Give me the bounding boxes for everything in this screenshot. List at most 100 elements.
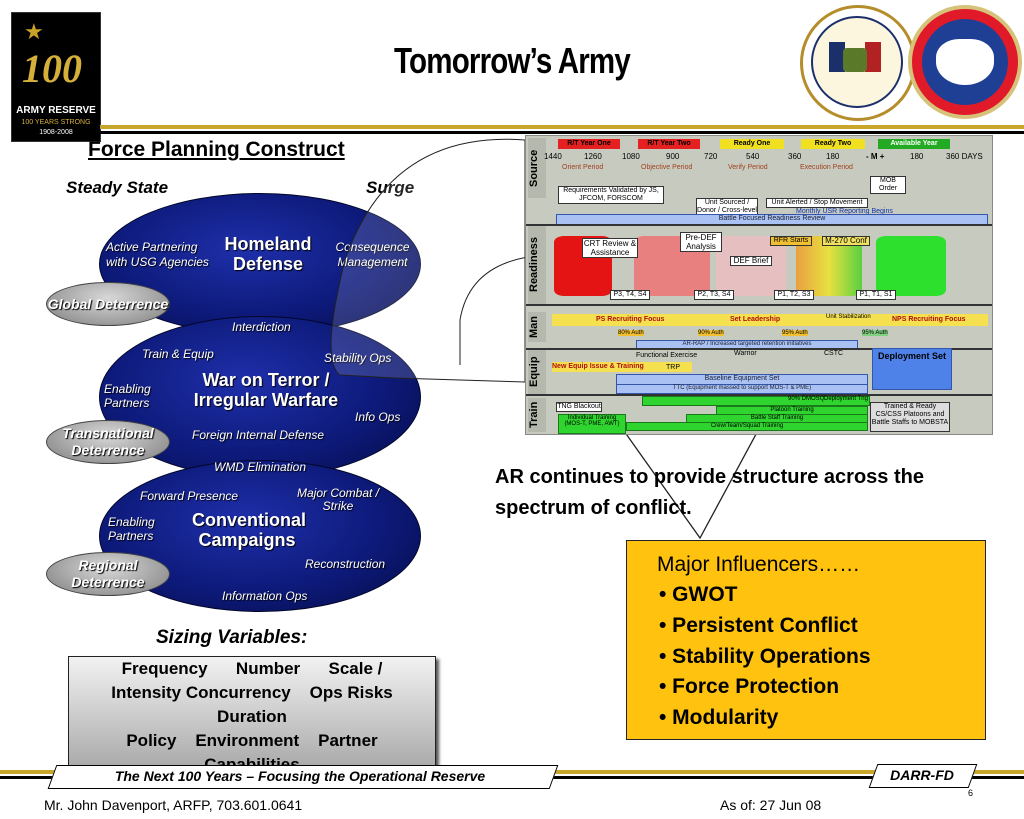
new-equip-text: New Equip Issue & Training <box>552 363 644 370</box>
header-gold-bar <box>100 125 1024 129</box>
requirements-validated: Requirements Validated by JS, JFCOM, FOR… <box>558 186 664 204</box>
p-tag-3: P1, T2, S3 <box>774 290 814 300</box>
phase-ready-one: Ready One <box>720 139 784 149</box>
readiness-label: Readiness <box>528 224 546 304</box>
logo-line3: 1908-2008 <box>39 129 73 136</box>
arforgen-cycle-chart: Source Readiness Man Equip Train R/T Yea… <box>525 135 993 435</box>
set-leadership: Set Leadership <box>730 316 781 323</box>
major-combat-text: Major Combat / Strike <box>296 486 380 513</box>
global-deterrence-pill: Global Deterrence <box>46 282 170 326</box>
p-tag-1: P3, T4, S4 <box>610 290 650 300</box>
transnational-deterrence-pill: Transnational Deterrence <box>46 420 170 464</box>
homeland-defense-text: Homeland Defense <box>224 234 312 274</box>
trp-1: TRP <box>666 364 680 371</box>
rfr-starts: RFR Starts <box>770 236 812 246</box>
unit-alerted: Unit Alerted / Stop Movement <box>766 198 868 208</box>
logo-number: 100 <box>22 46 82 91</box>
information-ops-text: Information Ops <box>222 589 308 603</box>
p-tag-4: P1, T1, S1 <box>856 290 896 300</box>
monthly-usr: Monthly USR Reporting Begins <box>796 208 893 215</box>
day-180: 180 <box>826 152 840 161</box>
eagle-head-icon <box>936 39 994 85</box>
logo-line1: ARMY RESERVE <box>16 105 96 116</box>
man-label: Man <box>528 312 546 342</box>
pre-def-analysis: Pre-DEF Analysis <box>680 232 722 252</box>
row-divider-4 <box>526 394 992 396</box>
army-reserve-logo: ★ 100 ARMY RESERVE 100 YEARS STRONG 1908… <box>11 12 101 142</box>
objective-period: Objective Period <box>641 164 693 171</box>
construct-heading: Force Planning Construct <box>88 138 345 161</box>
readiness-cylinder-yellow <box>796 236 862 296</box>
individual-training: Individual Training (MOS-T, PME, AWT) <box>558 414 626 434</box>
row-divider-3 <box>526 348 992 350</box>
deployment-tng: Deployment Tng <box>824 396 868 402</box>
stability-ops-text: Stability Ops <box>324 351 391 365</box>
readiness-cylinder-rose <box>716 236 786 296</box>
readiness-cylinder-green <box>876 236 946 296</box>
train-equip-text: Train & Equip <box>142 347 214 361</box>
surge-label: Surge <box>366 178 414 198</box>
sizing-row-3: Duration <box>217 707 287 726</box>
dmosq-bar <box>642 396 870 406</box>
enabling-partners-text: Enabling Partners <box>104 382 151 410</box>
nps-recruiting-focus: NPS Recruiting Focus <box>892 316 966 323</box>
active-partnering-text: Active Partnering with USG Agencies <box>106 240 209 269</box>
page-number: 6 <box>968 788 974 798</box>
influencer-modularity: • Modularity <box>659 706 779 729</box>
day-360: 360 <box>788 152 802 161</box>
day-1440: 1440 <box>544 152 562 161</box>
header-black-bar <box>100 131 1024 134</box>
cstc: CSTC <box>824 350 844 357</box>
tng-blackout: TNG Blackout <box>556 402 602 412</box>
influencer-force-protection: • Force Protection <box>659 675 840 698</box>
ar-continues-text: AR continues to provide structure across… <box>495 466 924 519</box>
row-divider-1 <box>526 224 992 226</box>
day-900: 900 <box>666 152 680 161</box>
auth-3: 95% Auth <box>782 330 808 336</box>
sizing-variables-box: Frequency Number Scale / Intensity Concu… <box>68 656 436 774</box>
recruiting-band <box>552 314 988 326</box>
day-1080: 1080 <box>622 152 640 161</box>
bfrr-text: Battle Focused Readiness Review <box>718 215 826 222</box>
deployment-set: Deployment Set <box>872 348 952 390</box>
crew-text: Crew/Team/Squad Training <box>710 423 784 429</box>
major-influencers-box: Major Influencers…… • GWOT • Persistent … <box>626 540 986 740</box>
unit-stabilization: Unit Stabilization <box>826 314 871 320</box>
sizing-row-1: Frequency Number Scale / <box>121 659 383 678</box>
footer-date: As of: 27 Jun 08 <box>720 797 822 813</box>
trained-ready: Trained & Ready CS/CSS Platoons and Batt… <box>870 402 950 432</box>
individual-text: Individual Training (MOS-T, PME, AWT) <box>564 415 620 427</box>
influencer-persistent-conflict: • Persistent Conflict <box>659 614 858 637</box>
phase-rt-year-one: R/T Year One <box>558 139 620 149</box>
battle-staff-text: Battle Staff Training <box>750 415 804 421</box>
influencers-title: Major Influencers…… <box>657 553 861 576</box>
execution-period: Execution Period <box>800 164 853 171</box>
sizing-heading: Sizing Variables: <box>156 627 308 648</box>
functional-exercise: Functional Exercise <box>636 352 698 359</box>
seal-flag-blue <box>829 42 845 72</box>
seal-center <box>843 48 867 72</box>
day-1260: 1260 <box>584 152 602 161</box>
ar-rap-text: AR-RAP / Increased targeted retention in… <box>682 341 812 347</box>
day-540: 540 <box>746 152 760 161</box>
day-180b: 180 <box>910 152 924 161</box>
footer-org: DARR-FD <box>890 767 954 783</box>
dmosq-text: 90% DMOSQ <box>788 396 825 402</box>
ps-recruiting-focus: PS Recruiting Focus <box>596 316 665 323</box>
equip-label: Equip <box>528 350 546 394</box>
regional-deterrence-pill: Regional Deterrence <box>46 552 170 596</box>
orient-period: Orient Period <box>562 164 604 171</box>
phase-rt-year-two: R/T Year Two <box>638 139 700 149</box>
page-title: Tomorrow’s Army <box>394 40 631 81</box>
logo-line2: 100 YEARS STRONG <box>21 119 91 126</box>
new-equip-band: New Equip Issue & Training <box>552 362 692 372</box>
m270-conf: M-270 Conf <box>822 236 870 246</box>
auth-1: 80% Auth <box>618 330 644 336</box>
def-brief: DEF Brief <box>730 256 772 266</box>
crew-training-bar: Crew/Team/Squad Training <box>626 422 868 431</box>
seal-flag-red <box>865 42 881 72</box>
reconstruction-text: Reconstruction <box>305 557 386 571</box>
enabling-partners-text-2: Enabling Partners <box>108 515 155 543</box>
eagle-patch-logo <box>908 5 1022 119</box>
department-of-army-seal <box>800 5 916 121</box>
